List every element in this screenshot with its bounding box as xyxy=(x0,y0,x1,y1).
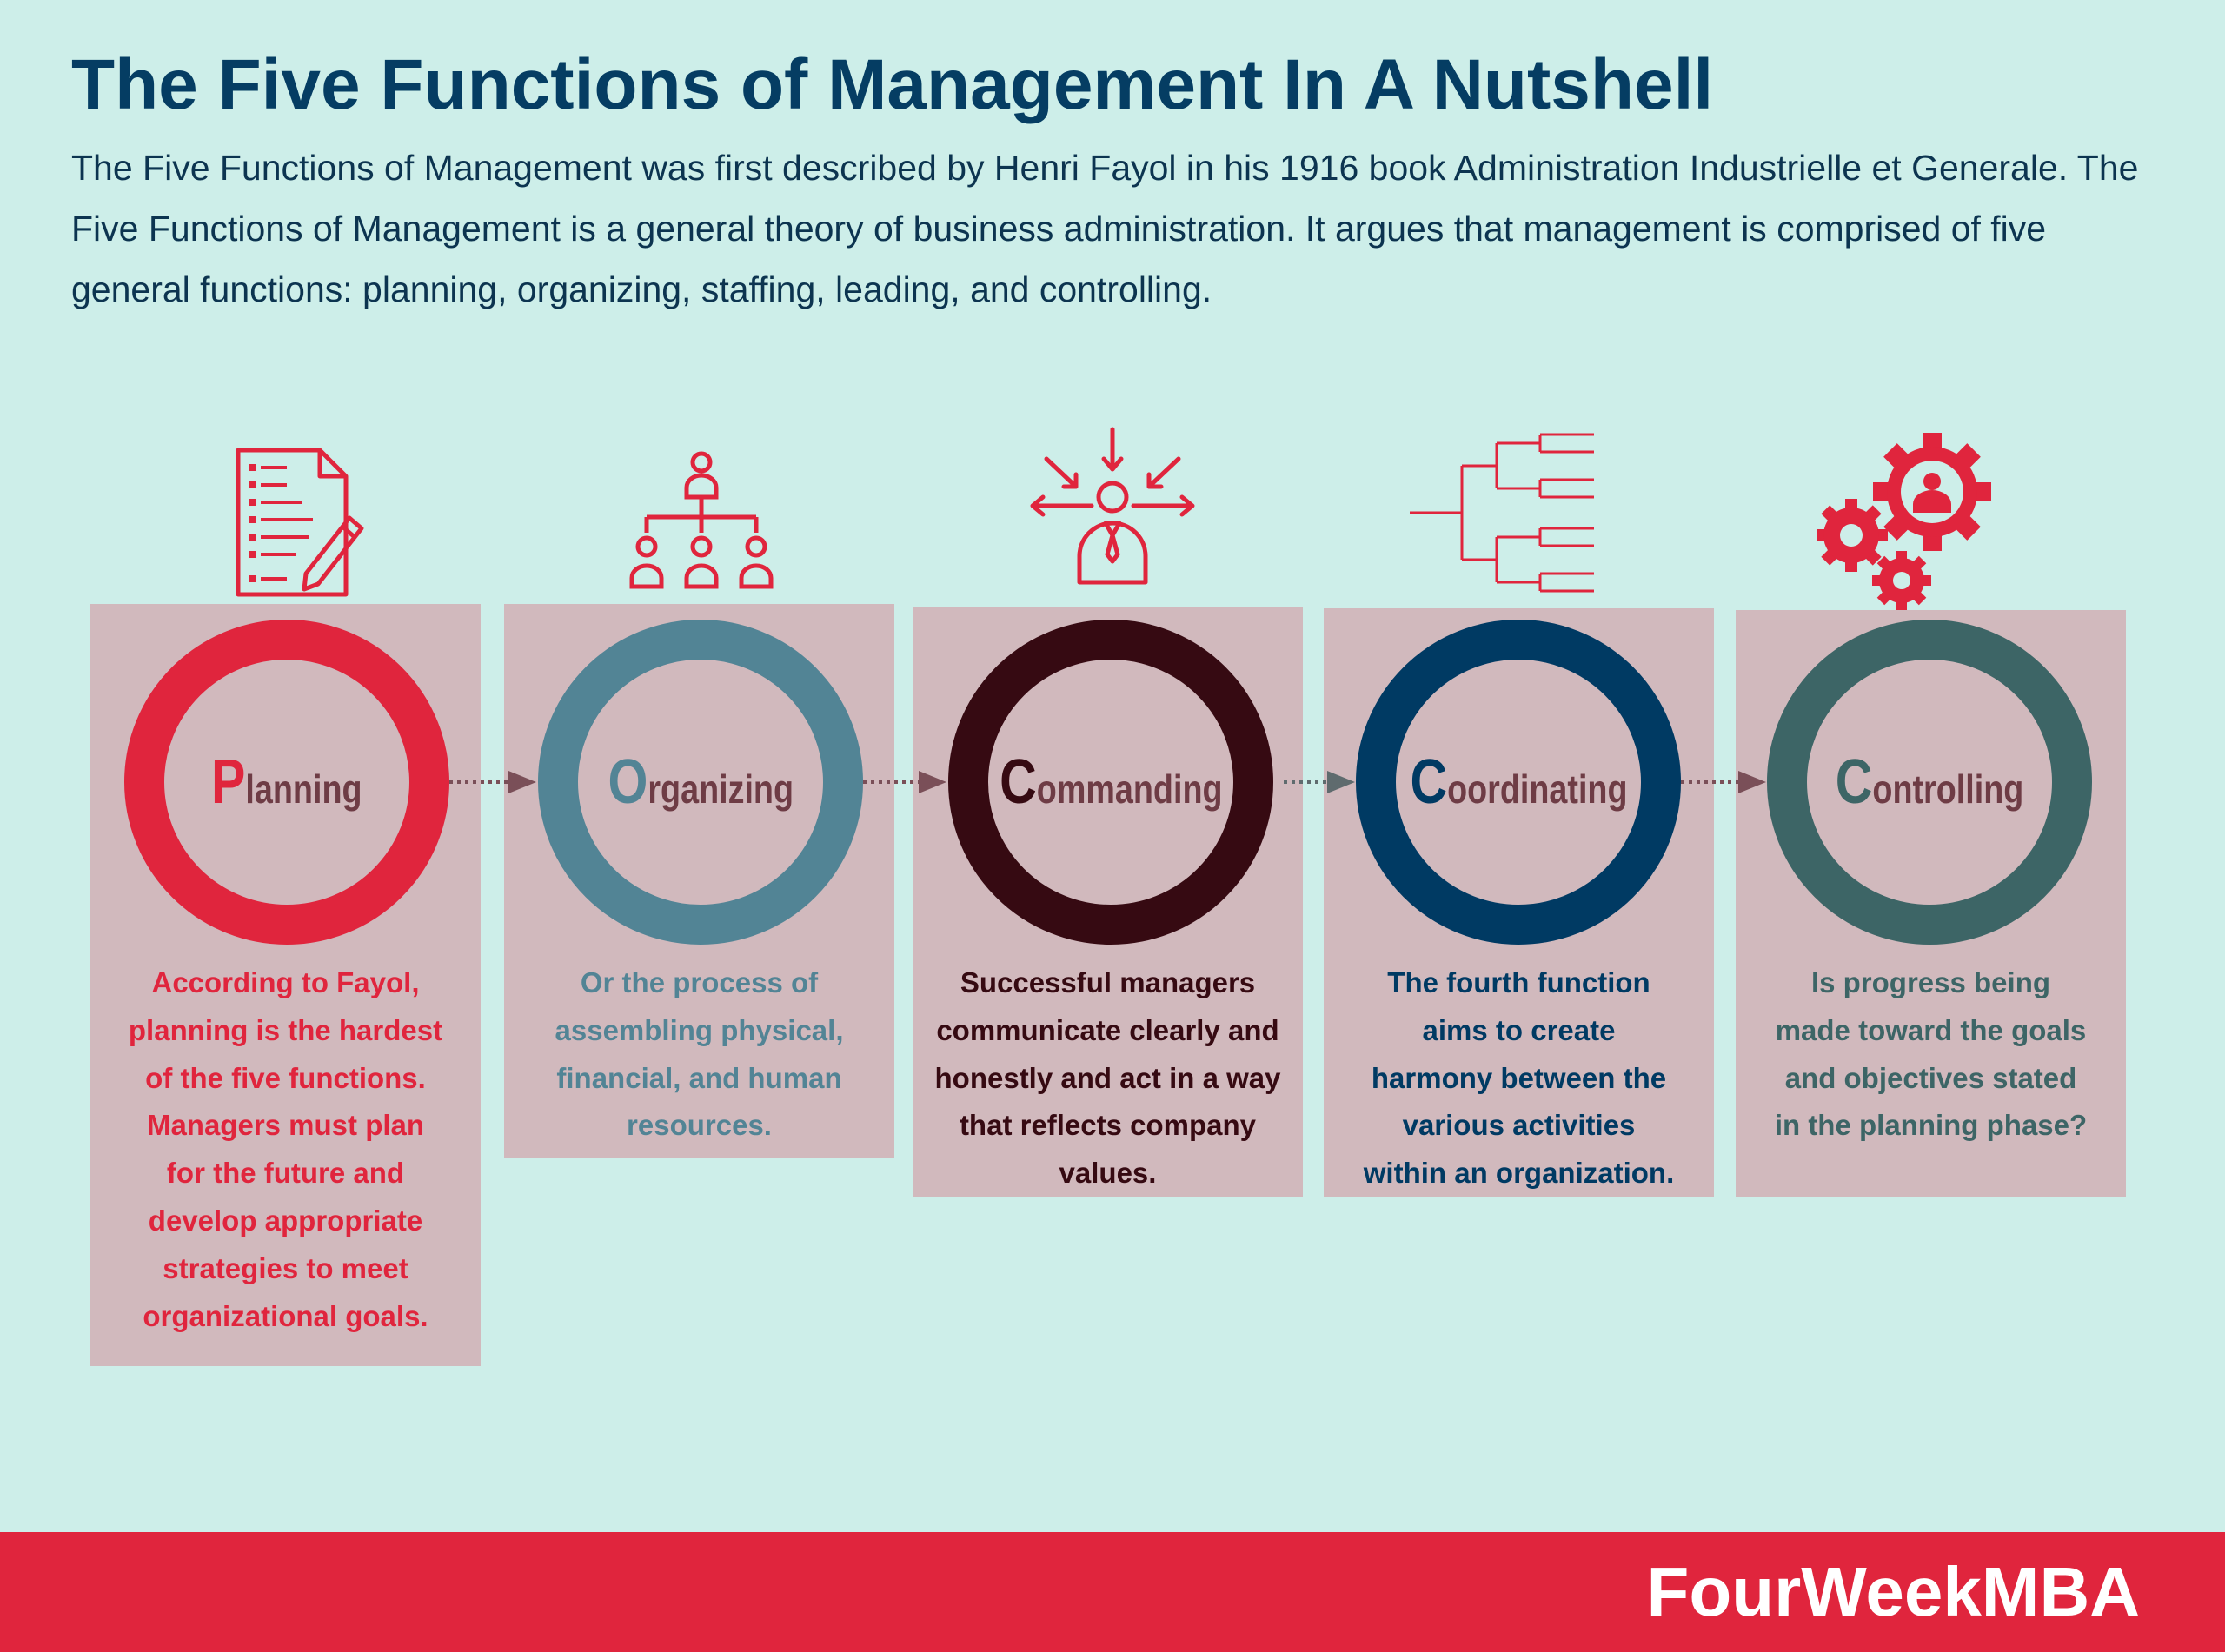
description-organizing: Or the process of assembling physical, f… xyxy=(555,966,844,1142)
function-initial: C xyxy=(1409,747,1447,817)
function-label: Coordinating xyxy=(1409,747,1628,817)
function-label: Controlling xyxy=(1835,747,2024,817)
intro-paragraph: The Five Functions of Management was fir… xyxy=(71,148,2139,309)
arrow-commanding-coordinating xyxy=(1284,771,1355,793)
document-pencil-icon xyxy=(236,448,364,597)
function-label: Organizing xyxy=(608,747,794,817)
gears-person-icon xyxy=(1817,433,1991,610)
function-initial: O xyxy=(608,747,648,817)
leader-arrows-icon xyxy=(1030,427,1195,585)
function-label: Planning xyxy=(211,747,362,817)
ring-commanding: Commanding xyxy=(948,620,1273,945)
ring-organizing: Organizing xyxy=(538,620,863,945)
arrow-planning-organizing xyxy=(449,771,536,793)
function-initial: P xyxy=(211,747,246,817)
function-label: Commanding xyxy=(999,747,1223,817)
description-controlling: Is progress being made toward the goals … xyxy=(1774,966,2088,1142)
ring-controlling: Controlling xyxy=(1767,620,2092,945)
footer-bar: FourWeekMBA xyxy=(0,1532,2225,1652)
brand-logo: FourWeekMBA xyxy=(1646,1553,2140,1630)
description-planning: According to Fayol, planning is the hard… xyxy=(128,966,443,1332)
org-chart-icon xyxy=(629,451,774,589)
description-commanding: Successful managers communicate clearly … xyxy=(934,966,1281,1190)
arrow-coordinating-controlling xyxy=(1681,771,1766,793)
ring-coordinating: Coordinating xyxy=(1356,620,1681,945)
page-title: The Five Functions of Management In A Nu… xyxy=(71,45,1714,124)
function-initial: C xyxy=(1835,747,1873,817)
description-coordinating: The fourth function aims to create harmo… xyxy=(1363,966,1675,1190)
arrow-organizing-commanding xyxy=(863,771,946,793)
function-initial: C xyxy=(999,747,1037,817)
bracket-tree-icon xyxy=(1410,433,1594,593)
ring-planning: Planning xyxy=(124,620,449,945)
